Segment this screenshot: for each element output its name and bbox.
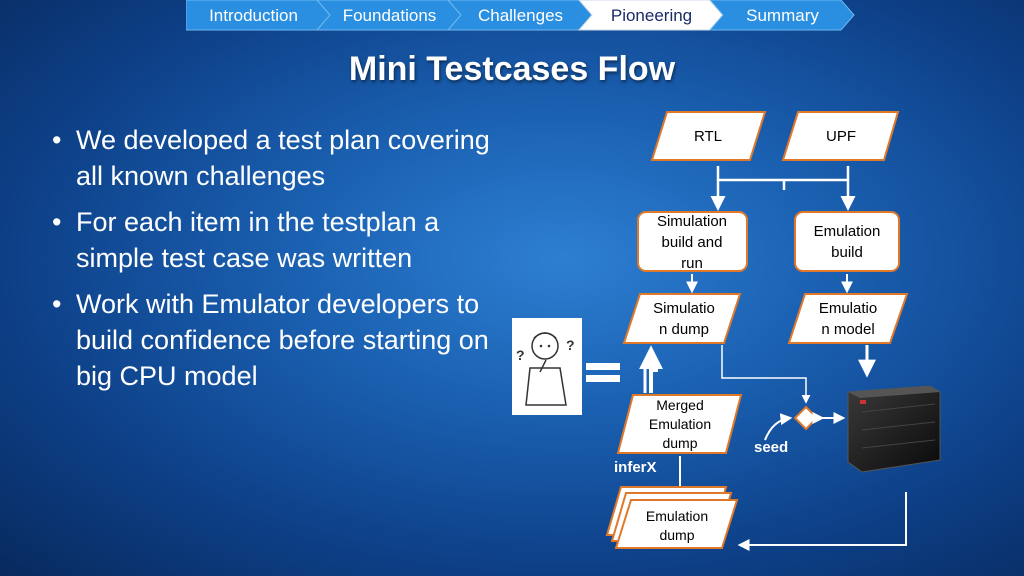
merged-dump-box: Merged Emulation dump xyxy=(616,394,743,454)
sim-dump-line: Simulatio xyxy=(653,300,715,317)
tab-label: Challenges xyxy=(478,6,563,25)
tab-label: Introduction xyxy=(209,6,298,25)
svg-text:?: ? xyxy=(516,347,525,363)
decision-diamond xyxy=(793,405,819,431)
inferx-label: inferX xyxy=(614,459,657,476)
emu-dump-line: dump xyxy=(659,527,694,543)
merged-dump-line: dump xyxy=(662,435,697,451)
emu-dump-line: Emulation xyxy=(646,508,708,524)
emu-build-line: Emulation xyxy=(814,223,881,240)
emu-build-line: build xyxy=(831,244,863,261)
breadcrumb-nav: Introduction Foundations Challenges Pioneer… xyxy=(186,0,855,31)
merged-dump-line: Merged xyxy=(656,397,703,413)
sim-build-line: run xyxy=(681,255,703,272)
svg-text:?: ? xyxy=(566,337,575,353)
rtl-box: RTL xyxy=(650,111,767,161)
tab-introduction[interactable]: Introduction xyxy=(186,0,331,31)
return-arrow xyxy=(737,492,907,551)
simulation-dump-box: Simulatio n dump xyxy=(622,293,742,344)
arrow xyxy=(721,345,811,404)
emulation-dump-stack: Emulation dump xyxy=(605,486,739,549)
sim-build-line: build and xyxy=(662,234,723,251)
simulation-build-box: Simulation build and run xyxy=(637,211,748,272)
seed-label: seed xyxy=(754,439,788,456)
tab-challenges[interactable]: Challenges xyxy=(446,0,593,31)
tab-label: Pioneering xyxy=(611,6,692,25)
sim-dump-line: n dump xyxy=(659,321,709,338)
merged-dump-line: Emulation xyxy=(649,416,711,432)
thinking-person-icon: ? ? xyxy=(512,318,582,415)
tab-label: Summary xyxy=(746,6,819,25)
sim-build-line: Simulation xyxy=(657,213,727,230)
merge-bracket xyxy=(710,166,856,211)
slide-title: Mini Testcases Flow xyxy=(348,50,676,88)
tab-label: Foundations xyxy=(343,6,437,25)
bullet-list: We developed a test plan covering all kn… xyxy=(52,122,522,404)
bullet-item: Work with Emulator developers to build c… xyxy=(52,286,522,394)
tab-summary[interactable]: Summary xyxy=(708,0,855,31)
seed-arrow xyxy=(764,413,793,441)
emulation-build-box: Emulation build xyxy=(794,211,900,272)
bullet-item: We developed a test plan covering all kn… xyxy=(52,122,522,194)
upf-box: UPF xyxy=(781,111,900,161)
emu-model-line: n model xyxy=(821,321,874,338)
emu-model-line: Emulatio xyxy=(819,300,877,317)
upf-label: UPF xyxy=(826,128,856,145)
bullet-item: For each item in the testplan a simple t… xyxy=(52,204,522,276)
rtl-label: RTL xyxy=(694,128,722,145)
equals-icon xyxy=(586,363,620,382)
emulator-machine-icon xyxy=(847,385,941,473)
emulation-model-box: Emulatio n model xyxy=(787,293,909,344)
